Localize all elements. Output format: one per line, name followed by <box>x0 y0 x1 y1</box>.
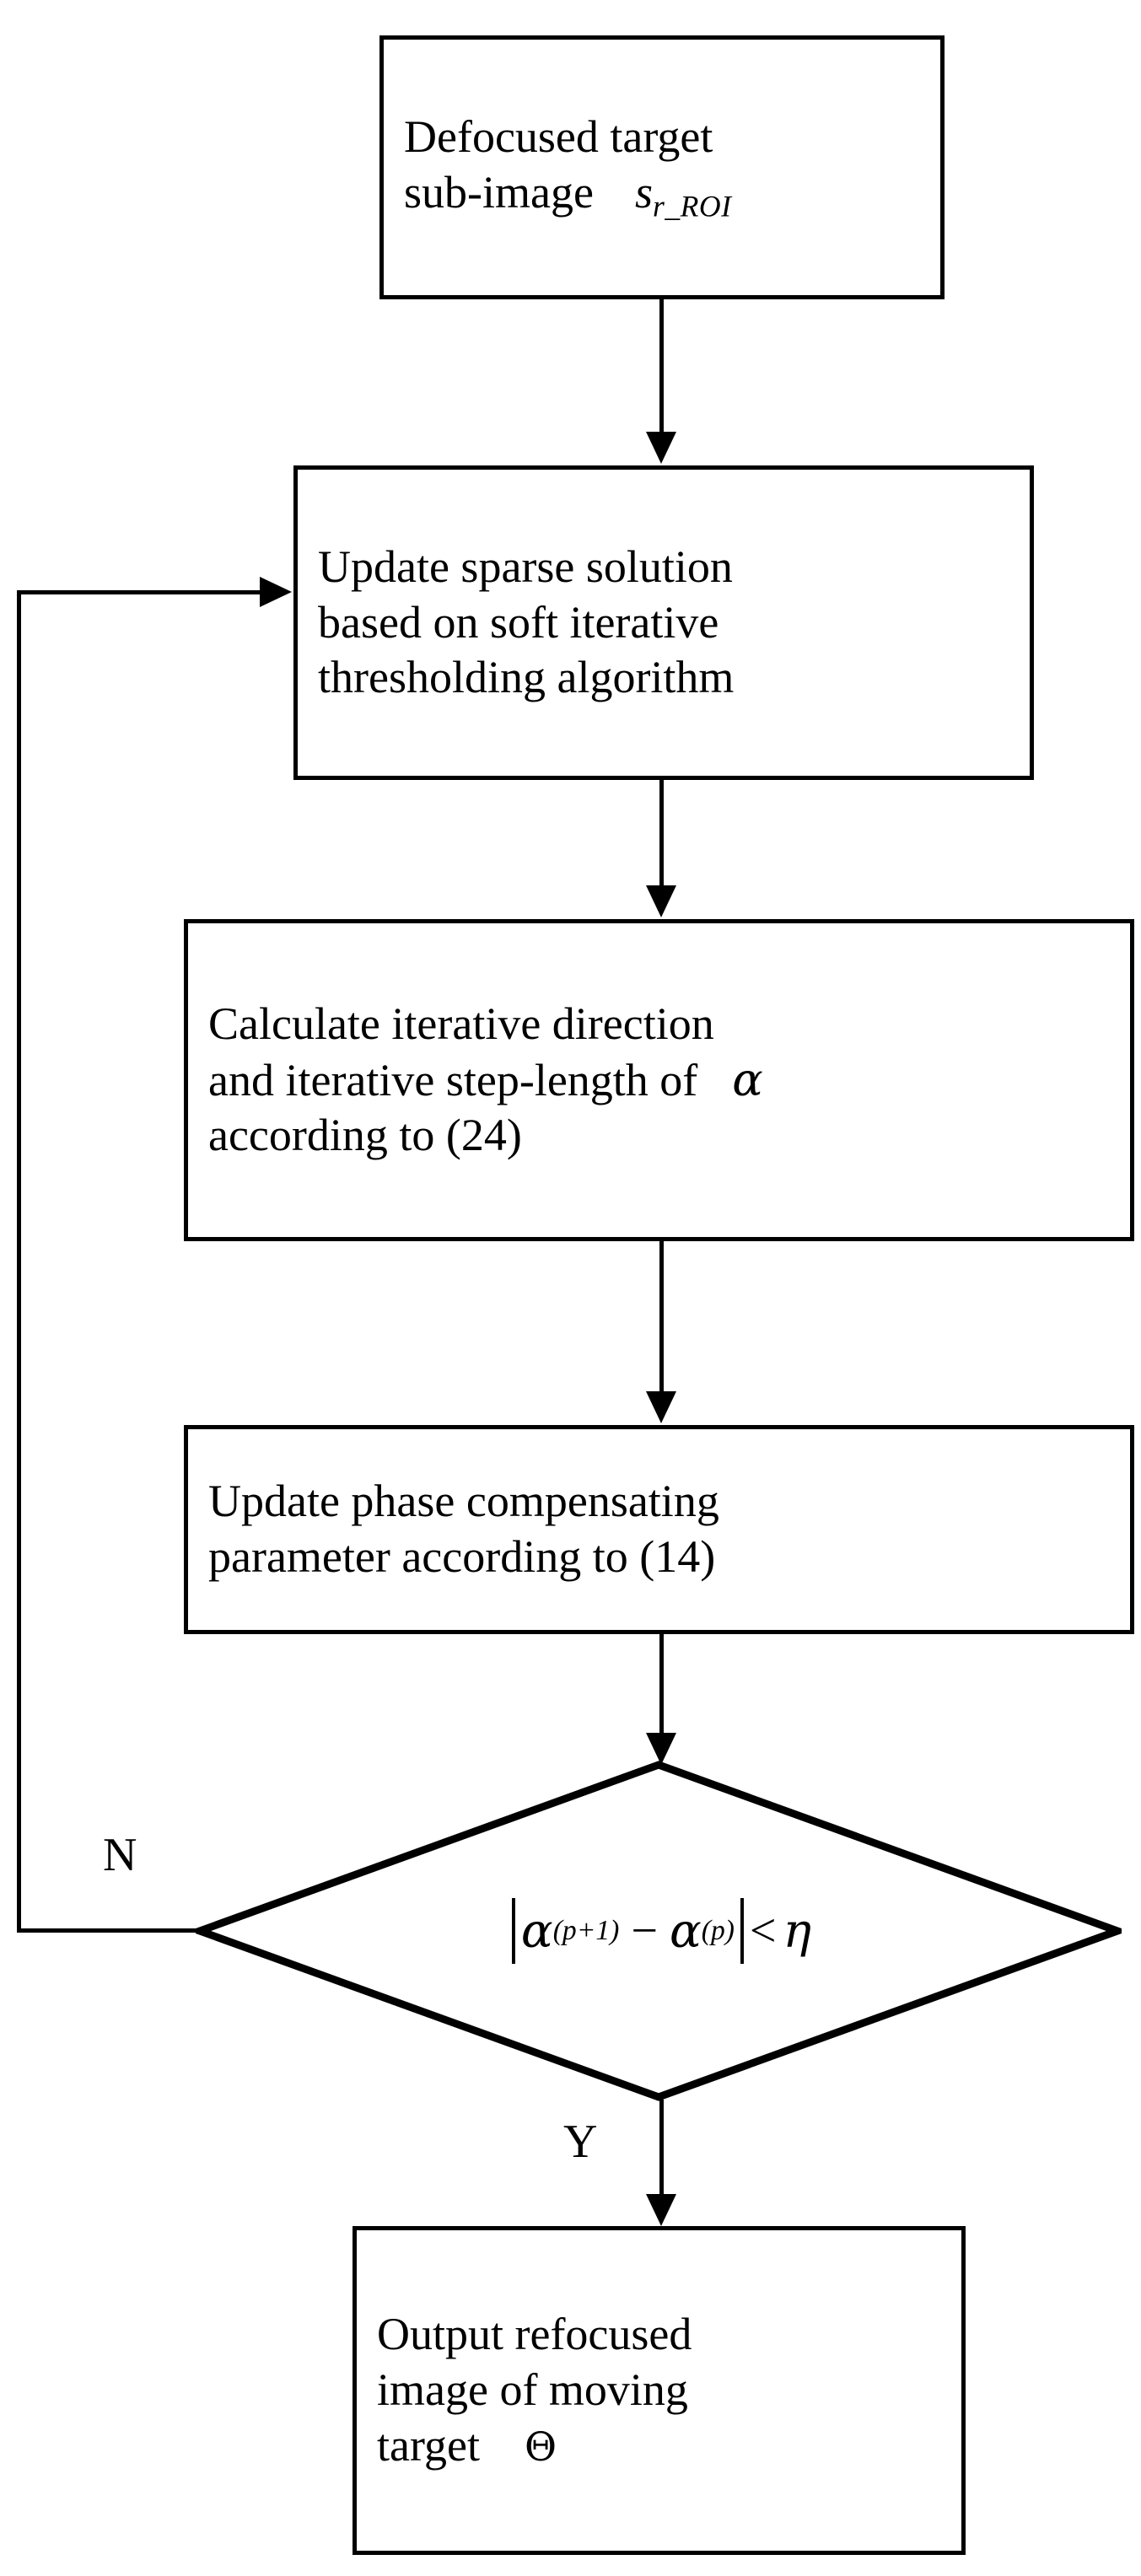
node-decision-convergence[interactable]: α(p+1)−α(p)<η <box>196 1761 1122 2101</box>
edge-no-branch-horizontal-bottom <box>17 1928 202 1933</box>
edge-yes-branch-arrowhead <box>646 2194 676 2226</box>
edge-no-branch-horizontal-top <box>17 590 261 594</box>
node-update-sparse-line-1: Update sparse solution <box>318 540 733 592</box>
node-calculate-iterative-direction[interactable]: Calculate iterative direction and iterat… <box>184 919 1134 1241</box>
node-update-sparse-line-2: based on soft iterative <box>318 596 719 648</box>
abs-bar-close <box>740 1898 744 1964</box>
symbol-alpha-inline: α <box>732 1052 763 1106</box>
node-calculate-line-2-text: and iterative step-length of <box>208 1054 698 1105</box>
node-update-sparse-line-3: thresholding algorithm <box>318 652 735 703</box>
decision-alpha-1: α <box>520 1903 553 1959</box>
node-output-line-2: image of moving <box>377 2364 688 2416</box>
decision-comparison-operator: < <box>749 1905 777 1957</box>
edge-start-to-update-sparse-line <box>659 299 664 434</box>
edge-no-branch-vertical <box>17 590 21 1933</box>
decision-threshold-eta: η <box>783 1903 812 1959</box>
node-calculate-line-1: Calculate iterative direction <box>208 998 714 1049</box>
symbol-s-subscript: r_ROI <box>652 189 732 223</box>
node-update-phase-compensating[interactable]: Update phase compensating parameter acco… <box>184 1425 1134 1634</box>
node-defocused-target-line-2: sub-image sr_ROI <box>384 165 940 225</box>
node-output-line-3-text: target <box>377 2419 480 2471</box>
node-calculate-line-3: according to (24) <box>208 1110 522 1161</box>
edge-start-to-update-sparse-arrowhead <box>646 432 676 464</box>
abs-bar-open <box>511 1898 515 1964</box>
decision-alpha-2: α <box>669 1903 702 1959</box>
edge-update-phase-to-decision-arrowhead <box>646 1733 676 1765</box>
branch-label-no: N <box>103 1829 137 1881</box>
node-defocused-target-line-1: Defocused target <box>404 110 713 162</box>
node-defocused-target[interactable]: Defocused target sub-image sr_ROI <box>379 35 945 299</box>
branch-label-yes: Y <box>563 2116 598 2168</box>
decision-alpha-1-superscript: (p+1) <box>552 1915 620 1946</box>
edge-update-sparse-to-calculate-line <box>659 780 664 888</box>
node-output-line-1: Output refocused <box>377 2309 692 2360</box>
node-defocused-target-line-2-text: sub-image <box>404 166 594 218</box>
decision-diamond-shape <box>196 1761 1122 2101</box>
edge-no-branch-arrowhead <box>260 577 292 607</box>
decision-alpha-2-superscript: (p) <box>701 1915 735 1946</box>
decision-minus-operator: − <box>631 1905 658 1957</box>
node-update-sparse-solution[interactable]: Update sparse solution based on soft ite… <box>293 465 1034 780</box>
node-calculate-line-2: and iterative step-length of α <box>188 1052 1130 1109</box>
edge-calculate-to-update-phase-arrowhead <box>646 1391 676 1423</box>
edge-update-phase-to-decision-line <box>659 1634 664 1735</box>
node-update-phase-line-1: Update phase compensating <box>208 1476 719 1527</box>
edge-update-sparse-to-calculate-arrowhead <box>646 885 676 917</box>
symbol-s-base: s <box>634 166 653 218</box>
edge-yes-branch-line <box>659 2100 664 2199</box>
edge-calculate-to-update-phase-line <box>659 1241 664 1393</box>
node-output-refocused-image[interactable]: Output refocused image of moving target … <box>353 2226 966 2555</box>
symbol-theta: Θ <box>524 2423 557 2470</box>
node-update-phase-line-2: parameter according to (14) <box>208 1531 716 1582</box>
node-output-line-3: target Θ <box>357 2418 961 2474</box>
decision-condition-label: α(p+1)−α(p)<η <box>196 1761 1122 2101</box>
